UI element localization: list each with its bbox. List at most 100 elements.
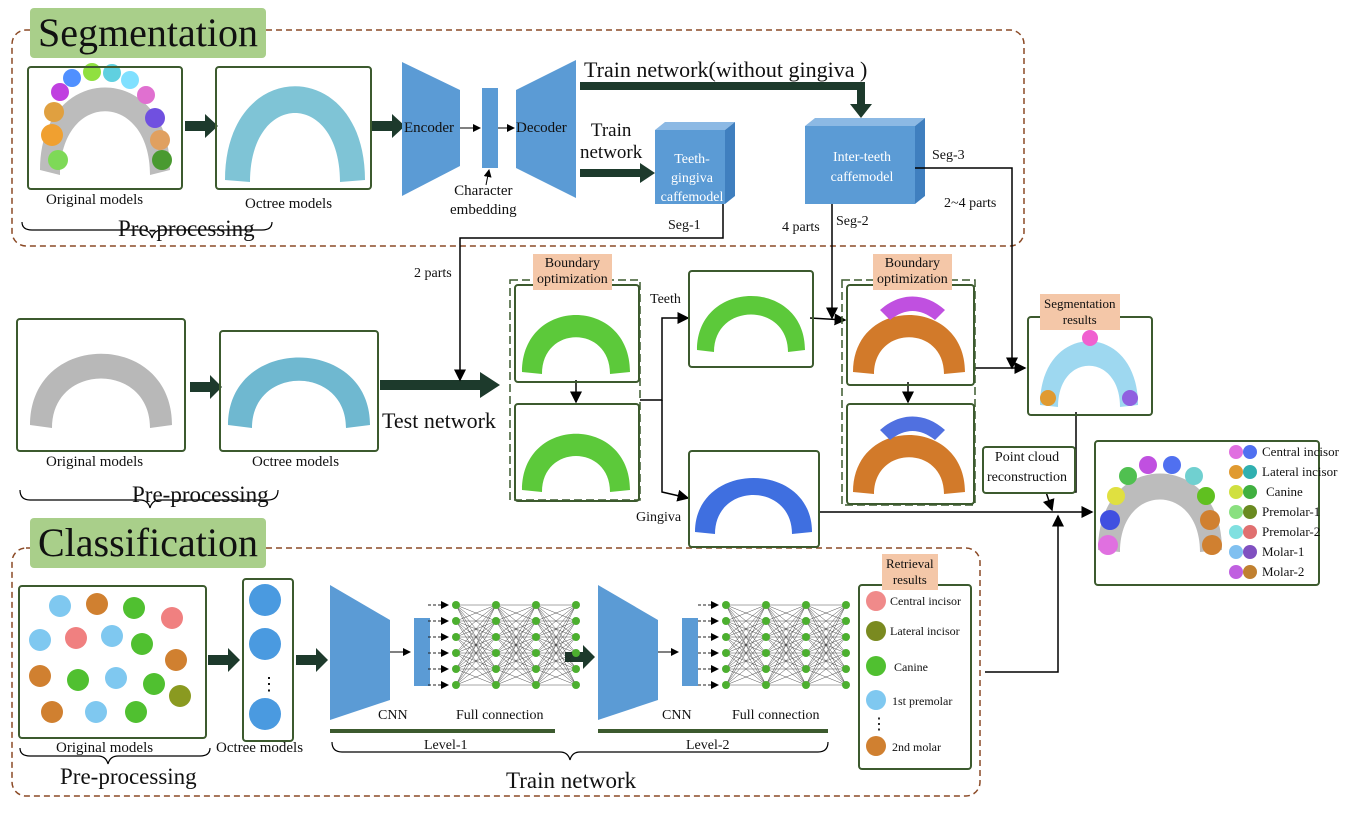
two-four-parts-label: 2~4 parts	[944, 196, 997, 211]
neuron-node	[572, 617, 580, 625]
test-original-arch	[30, 353, 172, 428]
classification-title: Classification	[30, 518, 266, 568]
seg-preprocessing-label: Pre-processing	[118, 216, 255, 241]
boundary-arch-2	[522, 433, 630, 492]
neuron-node	[492, 617, 500, 625]
neuron-node	[532, 601, 540, 609]
retrieval-1st-premolar: 1st premolar	[892, 694, 953, 708]
neuron-node	[762, 665, 770, 673]
neuron-node	[532, 665, 540, 673]
segmentation-results-panel	[1027, 316, 1153, 416]
cls-octree-label: Octree models	[216, 740, 304, 756]
neuron-node	[762, 601, 770, 609]
retrieval-2nd-molar: 2nd molar	[892, 740, 941, 754]
neuron-node	[572, 633, 580, 641]
neuron-node	[802, 649, 810, 657]
gingiva-label: Gingiva	[636, 510, 682, 525]
retrieval-central-incisor: Central incisor	[890, 594, 961, 608]
character-embedding-label: Character embedding	[450, 183, 517, 218]
neuron-node	[532, 617, 540, 625]
final-legend-swatches	[1229, 445, 1257, 579]
neuron-node	[532, 633, 540, 641]
two-parts-label: 2 parts	[414, 266, 452, 281]
neuron-node	[842, 649, 850, 657]
inter-teeth-model-label: Inter-teeth caffemodel	[830, 150, 894, 185]
retrieval-lateral-incisor: Lateral incisor	[890, 624, 960, 638]
encoder-label: Encoder	[404, 120, 454, 136]
classification-teeth-scatter	[29, 593, 191, 723]
legend-canine: Canine	[1266, 484, 1303, 499]
gingiva-panel	[688, 450, 820, 548]
neuron-node	[802, 617, 810, 625]
level1-label: Level-1	[424, 738, 468, 753]
neuron-node	[452, 633, 460, 641]
train-without-gingiva-label: Train network(without gingiva )	[584, 57, 868, 82]
neuron-node	[722, 601, 730, 609]
test-preprocessing-label: Pre-processing	[132, 482, 269, 507]
neuron-node	[842, 681, 850, 689]
neuron-node	[492, 633, 500, 641]
boundary-panel-2	[514, 403, 640, 502]
point-cloud-label: Point cloud reconstruction	[986, 450, 1068, 485]
seg-original-arch	[40, 63, 172, 175]
boundary-panel-1	[514, 284, 640, 383]
teeth-label: Teeth	[650, 292, 681, 307]
full-connection-label-2: Full connection	[732, 708, 820, 723]
legend-molar-1: Molar-1	[1262, 544, 1305, 559]
retrieval-swatches: ⋮	[866, 591, 887, 756]
cnn-label-2: CNN	[662, 708, 692, 723]
neuron-node	[572, 649, 580, 657]
cls-original-label: Original models	[56, 740, 154, 756]
point-cloud-box	[982, 446, 1076, 494]
retrieval-canine: Canine	[894, 660, 928, 674]
test-octree-panel	[219, 330, 379, 452]
teeth-gingiva-model-label: Teeth-gingiva caffemodel	[660, 152, 724, 205]
neuron-node	[492, 665, 500, 673]
final-result-panel	[1094, 440, 1320, 586]
character-embedding-shape	[482, 88, 498, 168]
seg-original-label: Original models	[46, 192, 144, 208]
test-octree-arch	[228, 357, 370, 428]
neuron-node	[802, 633, 810, 641]
retrieval-results-tag: Retrieval results	[882, 554, 938, 590]
boundary-optimization-tag-1: Boundary optimization	[533, 254, 612, 290]
neuron-node	[452, 681, 460, 689]
seg-original-panel	[27, 66, 183, 190]
boundary-panel-4	[846, 403, 975, 505]
neuron-node	[722, 649, 730, 657]
neuron-node	[802, 681, 810, 689]
legend-premolar-1: Premolar-1	[1262, 504, 1321, 519]
teeth-gingiva-cube	[655, 122, 735, 204]
gingiva-only-arch	[695, 478, 812, 534]
inter-teeth-cube	[805, 118, 925, 204]
neuron-node	[722, 665, 730, 673]
boundary-arch-3	[853, 296, 965, 374]
test-network-label: Test network	[382, 408, 496, 433]
segmentation-results-arch	[1040, 330, 1138, 407]
boundary-arch-4	[853, 416, 965, 494]
neuron-node	[532, 649, 540, 657]
train-network-bottom-label: Train network	[506, 768, 637, 793]
cls-original-panel	[18, 585, 207, 739]
decoder-shape	[516, 60, 576, 198]
seg2-label: Seg-2	[836, 214, 869, 229]
classification-section-border	[11, 547, 981, 797]
seg3-label: Seg-3	[932, 148, 965, 163]
test-octree-label: Octree models	[252, 454, 340, 470]
neuron-node	[492, 601, 500, 609]
final-result-arch	[1098, 456, 1222, 555]
neuron-node	[722, 681, 730, 689]
cnn-label-1: CNN	[378, 708, 408, 723]
neuron-node	[802, 601, 810, 609]
neuron-node	[762, 633, 770, 641]
neuron-node	[802, 665, 810, 673]
legend-premolar-2: Premolar-2	[1262, 524, 1321, 539]
seg-octree-panel	[215, 66, 372, 190]
cls-octree-panel	[242, 578, 294, 742]
neuron-node	[842, 665, 850, 673]
svg-text:⋮: ⋮	[260, 674, 278, 694]
seg-octree-arch	[225, 86, 365, 182]
neuron-node	[722, 633, 730, 641]
segmentation-results-tag: Segmentation results	[1040, 294, 1120, 330]
